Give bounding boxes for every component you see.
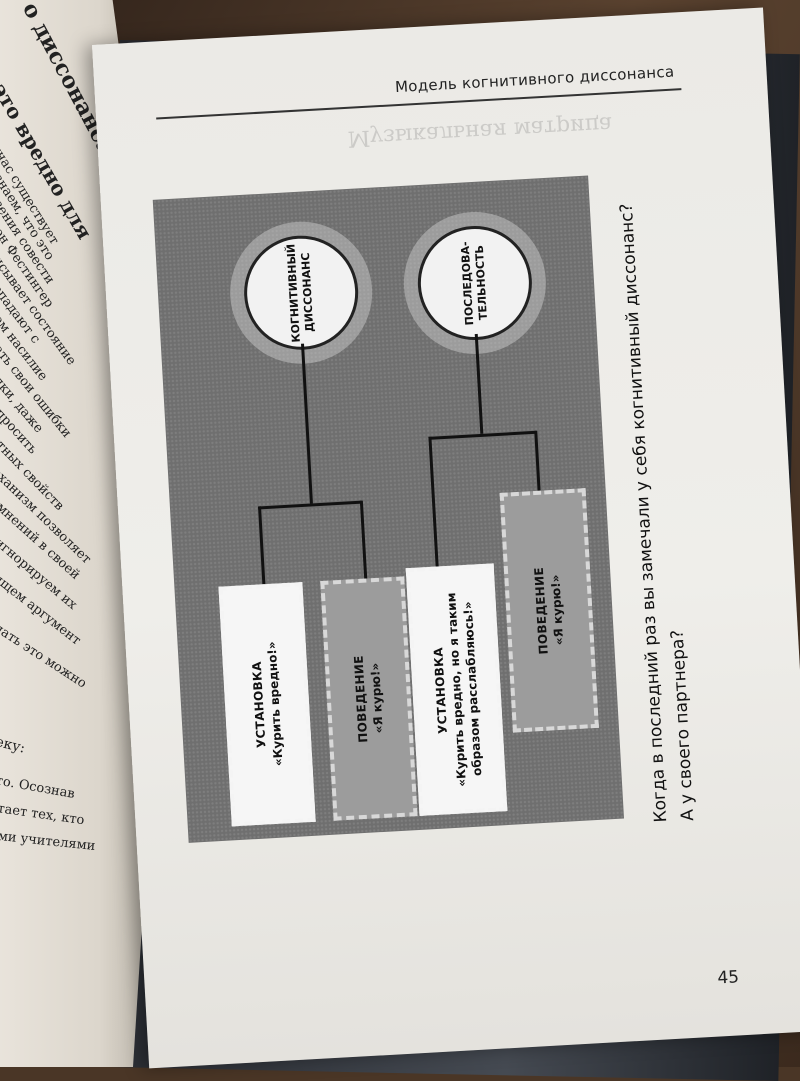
diagram-panel: КОГНИТИВНЫЙ ДИССОНАНС ПОСЛЕДОВА-ТЕЛЬНОСТ… <box>152 175 625 843</box>
box-behavior-2: ПОВЕДЕНИЕ «Я курю!» <box>499 488 599 733</box>
connector-line <box>474 333 484 434</box>
connector-line <box>428 436 439 567</box>
box-behavior-1: ПОВЕДЕНИЕ «Я курю!» <box>320 576 418 821</box>
left-page-line: веку: <box>0 732 27 757</box>
left-page-line: итает тех, кто <box>0 800 86 829</box>
box-attitude-1: УСТАНОВКА «Курить вредно!» <box>218 582 316 827</box>
connector-line <box>301 343 313 504</box>
left-page-line: ими учителями <box>0 828 97 855</box>
node-cognitive-dissonance: КОГНИТИВНЫЙ ДИССОНАНС <box>241 232 362 353</box>
page-number: 45 <box>716 967 740 989</box>
left-page-line: это. Осознав <box>0 772 76 802</box>
connector-line <box>359 500 368 579</box>
question-text: Когда в последний раз вы замечали у себя… <box>613 181 703 823</box>
show-through-heading: Музыкальная матрица <box>346 111 613 151</box>
book-page: Модель когнитивного диссонанса Музыкальн… <box>92 7 800 1069</box>
node-sequence: ПОСЛЕДОВА-ТЕЛЬНОСТЬ <box>414 222 535 344</box>
node-label: КОГНИТИВНЫЙ ДИССОНАНС <box>284 243 317 343</box>
box-attitude-2: УСТАНОВКА «Курить вредно, но я таким обр… <box>405 563 508 816</box>
connector-line <box>258 506 266 585</box>
connector-line <box>534 430 541 491</box>
node-label: ПОСЛЕДОВА-ТЕЛЬНОСТЬ <box>458 241 490 326</box>
